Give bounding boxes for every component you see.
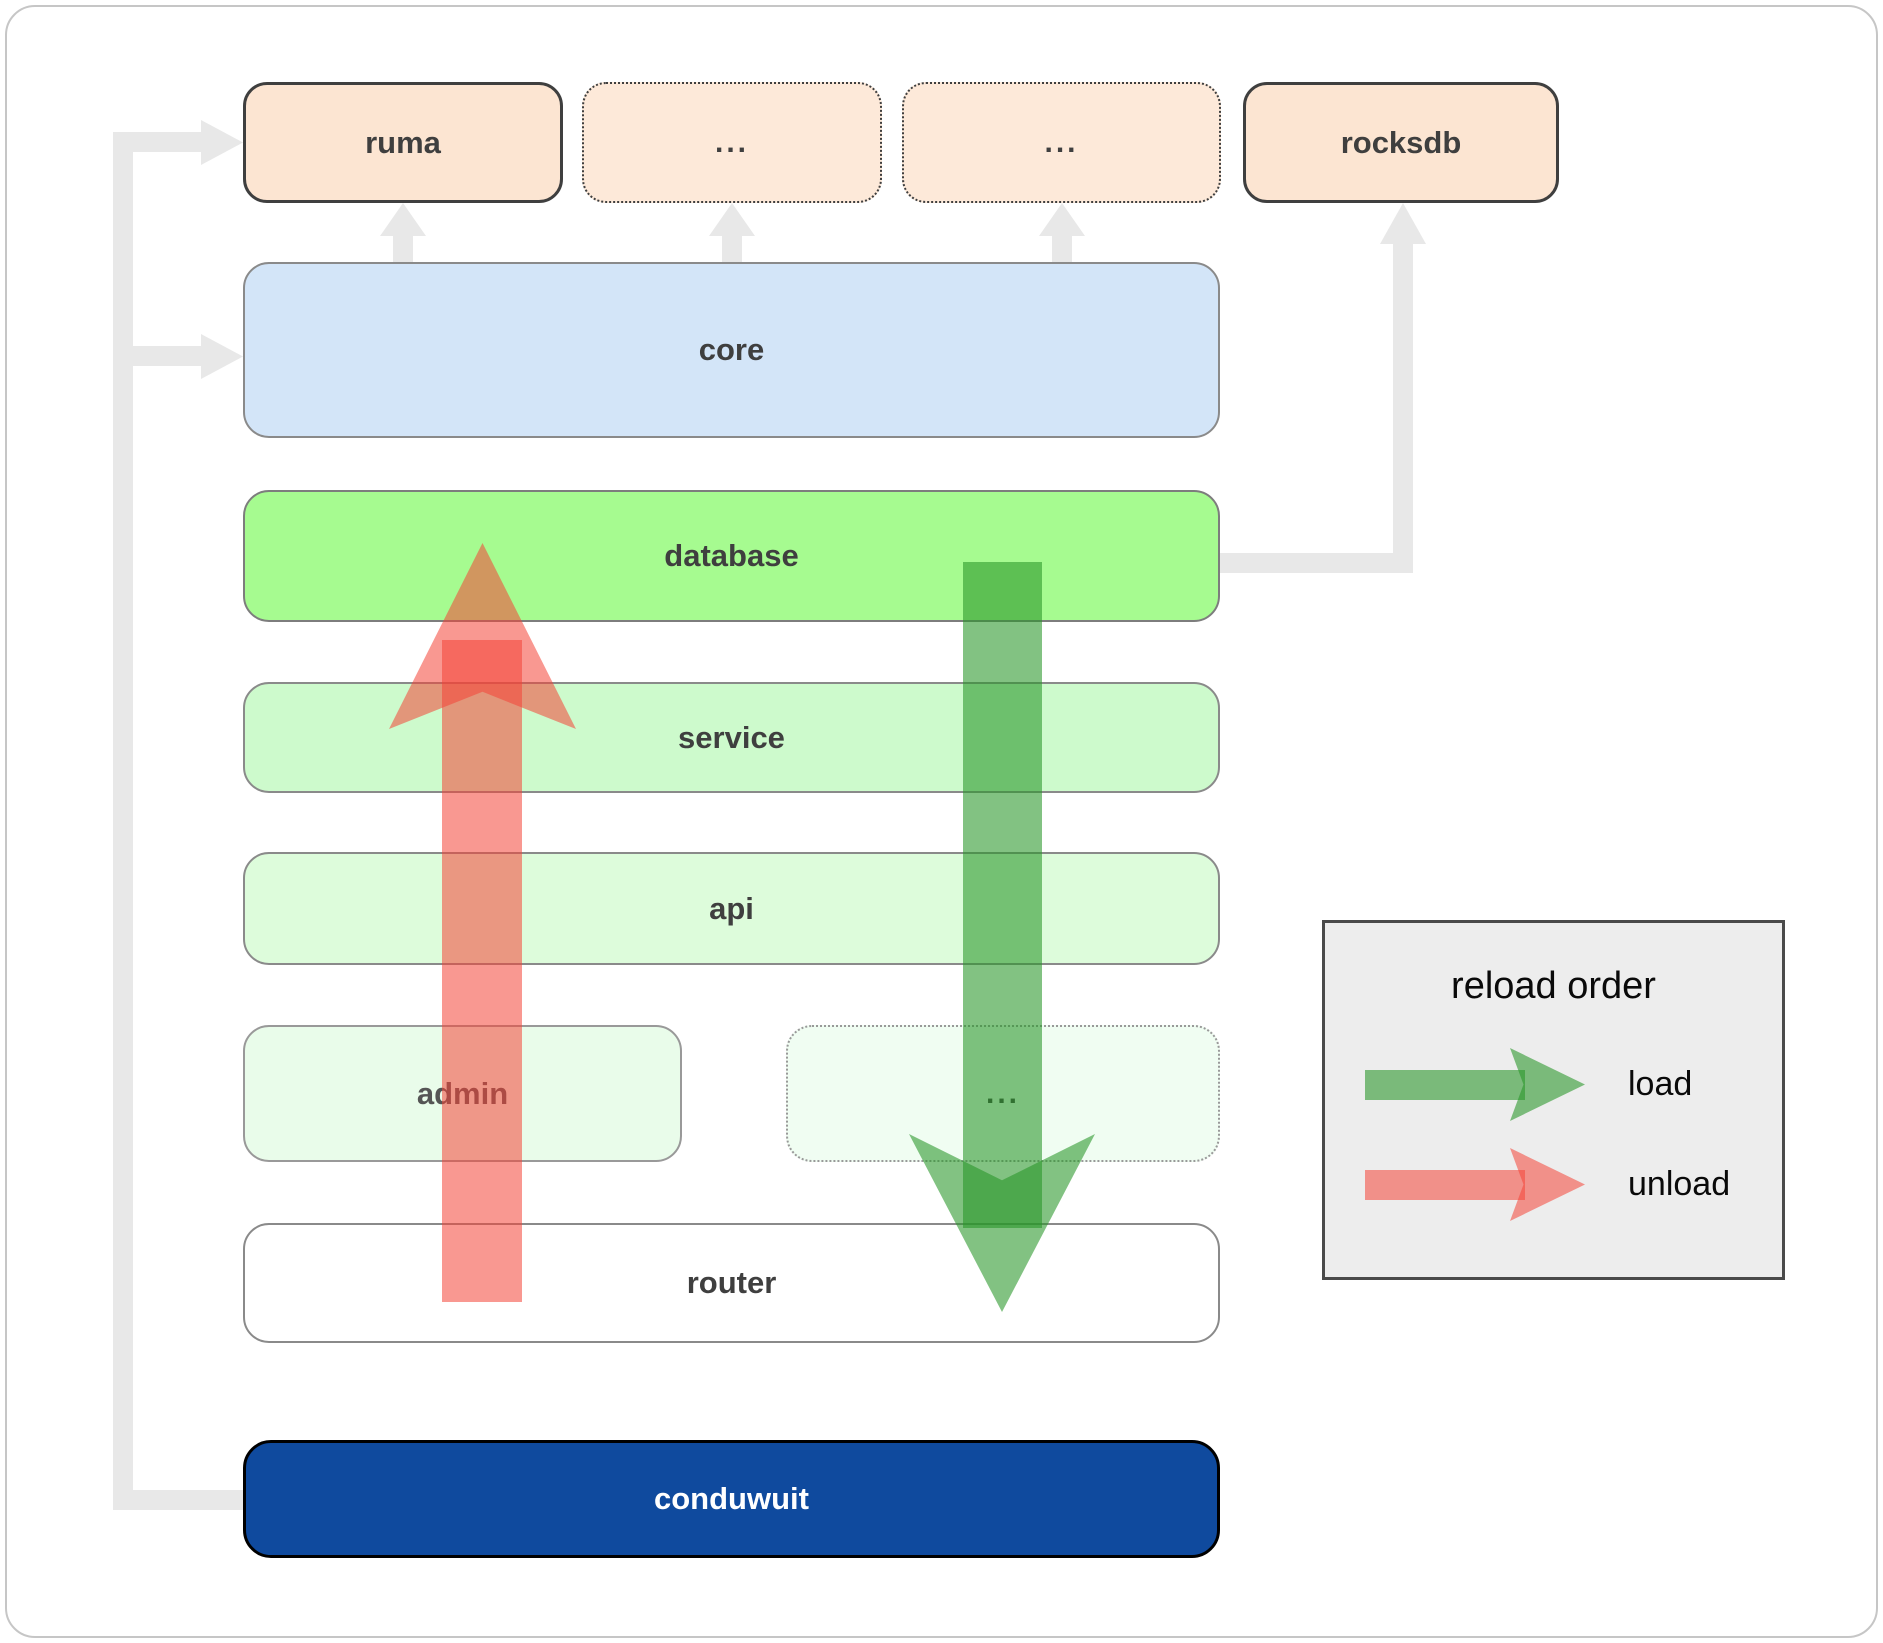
connector-branch-to-core bbox=[113, 346, 205, 366]
node-ruma: ruma bbox=[243, 82, 563, 203]
node-router-label: router bbox=[686, 1265, 777, 1300]
connector-database-to-rocksdb-horizontal bbox=[1220, 553, 1413, 573]
node-rocksdb-label: rocksdb bbox=[1340, 124, 1462, 160]
node-service: service bbox=[243, 682, 1220, 793]
node-ellipsis-top-2: ... bbox=[902, 82, 1221, 203]
node-conduwuit: conduwuit bbox=[243, 1440, 1220, 1558]
node-core: core bbox=[243, 262, 1220, 438]
connector-core-to-ellipsis-1 bbox=[722, 233, 742, 262]
legend-load-label: load bbox=[1628, 1065, 1693, 1103]
node-ruma-label: ruma bbox=[365, 124, 441, 160]
node-router: router bbox=[243, 1223, 1220, 1343]
connector-core-to-ellipsis-2 bbox=[1052, 233, 1072, 262]
load-arrow-shaft bbox=[963, 562, 1042, 1228]
node-rocksdb: rocksdb bbox=[1243, 82, 1559, 203]
node-database: database bbox=[243, 490, 1220, 622]
connector-conduwuit-vertical-line bbox=[113, 132, 133, 1510]
node-api-label: api bbox=[709, 890, 754, 926]
legend-title: reload order bbox=[1451, 965, 1656, 1007]
unload-arrow-shaft bbox=[442, 640, 522, 1302]
connector-core-to-ruma bbox=[393, 233, 413, 262]
node-core-label: core bbox=[698, 332, 765, 367]
connector-database-to-rocksdb-vertical bbox=[1393, 242, 1413, 573]
outer-frame bbox=[5, 5, 1878, 1638]
node-ellipsis-top-1: ... bbox=[582, 82, 882, 203]
legend-box: reload order load unload bbox=[1322, 920, 1785, 1280]
node-conduwuit-label: conduwuit bbox=[654, 1481, 809, 1516]
node-database-label: database bbox=[664, 538, 799, 573]
legend-unload-arrow-shaft bbox=[1365, 1170, 1525, 1200]
node-api: api bbox=[243, 852, 1220, 965]
node-service-label: service bbox=[678, 719, 785, 755]
connector-branch-from-conduwuit bbox=[113, 1490, 243, 1510]
node-ellipsis-top-1-label: ... bbox=[714, 125, 749, 159]
legend-unload-label: unload bbox=[1628, 1165, 1731, 1203]
legend-load-arrow-shaft bbox=[1365, 1070, 1525, 1100]
node-ellipsis-top-2-label: ... bbox=[1044, 125, 1079, 159]
connector-branch-to-ruma bbox=[113, 132, 205, 152]
